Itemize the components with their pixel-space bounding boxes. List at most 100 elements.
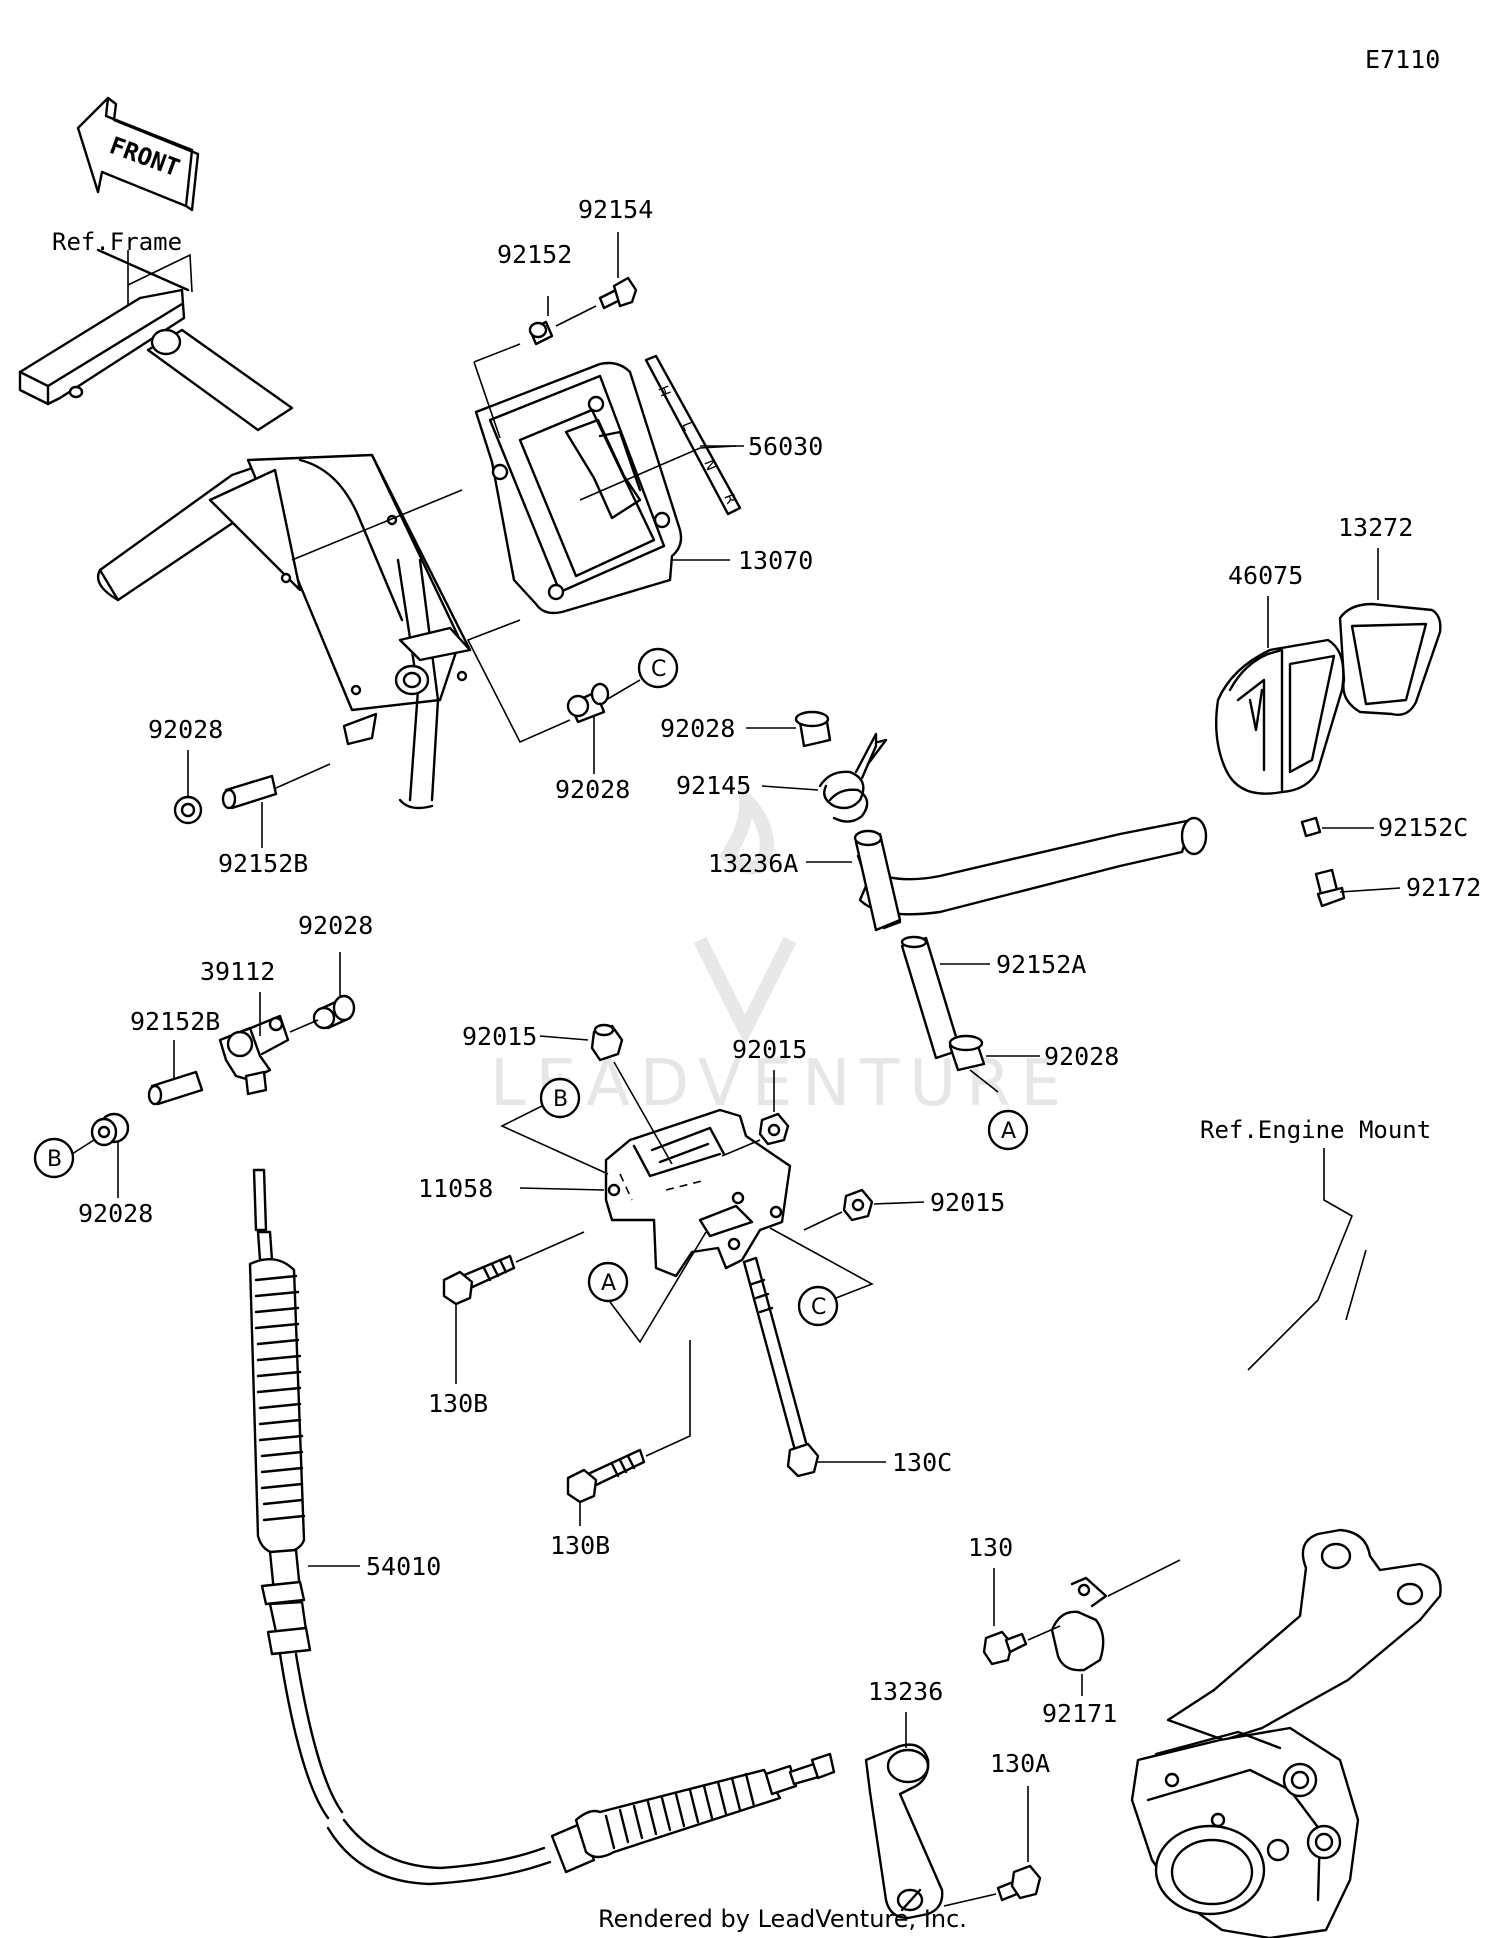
- diagram-code: E7110: [1365, 45, 1440, 74]
- callout-a-lever: [987, 1109, 1029, 1151]
- part-label-130c: 130C: [892, 1448, 952, 1477]
- callout-c-bracket: [797, 1285, 839, 1327]
- leader-130b-lower-a: [645, 1340, 691, 1457]
- part-label-92154: 92154: [578, 195, 653, 224]
- part-label-92152a: 92152A: [996, 950, 1086, 979]
- part-label-92152: 92152: [497, 240, 572, 269]
- leader-92028-cable-b: [289, 1019, 319, 1033]
- leader-gate-bushing: [466, 619, 571, 744]
- part-label-92028-spring: 92028: [660, 714, 735, 743]
- leader-c-bracket: [769, 1227, 874, 1299]
- nut-92015-mid: [758, 1112, 790, 1146]
- part-label-130b-upper: 130B: [428, 1389, 488, 1418]
- leader-gate-top: [473, 343, 521, 363]
- leader-92015-top: [539, 1035, 589, 1041]
- ref-frame-label: Ref.Frame: [52, 228, 182, 256]
- leader-92015-right: [873, 1201, 925, 1205]
- callout-a-bracket: [587, 1261, 629, 1303]
- knob-cap-13272: [1338, 602, 1442, 716]
- leader-gate-frame: [291, 489, 463, 561]
- bushing-92028-spring: [794, 710, 832, 748]
- leader-b-cable: [71, 1139, 95, 1155]
- bracket-11058: [604, 1108, 792, 1278]
- collar-92152c: [1300, 816, 1322, 838]
- bolt-130b-upper: [442, 1254, 516, 1306]
- shift-cable-54010: [218, 1014, 836, 1886]
- leader-130-b: [1027, 1625, 1061, 1641]
- callout-b-bracket-letter: B: [553, 1087, 568, 1112]
- leader-92015-right-b: [803, 1211, 843, 1231]
- dash-bracket-a: [619, 1173, 633, 1201]
- leader-11058: [519, 1187, 605, 1191]
- part-label-46075: 46075: [1228, 561, 1303, 590]
- leader-a-lever: [969, 1069, 999, 1093]
- part-label-13272: 13272: [1338, 513, 1413, 542]
- shift-lever-13236a: [853, 816, 1208, 932]
- callout-b-cable: [33, 1137, 75, 1179]
- leader-130b-upper-a: [515, 1231, 585, 1263]
- part-label-92172: 92172: [1406, 873, 1481, 902]
- leader-c-top: [605, 679, 641, 701]
- part-label-11058: 11058: [418, 1174, 493, 1203]
- leader-92172: [1339, 887, 1401, 893]
- part-label-130b-lower: 130B: [550, 1531, 610, 1560]
- leader-92145: [761, 785, 819, 791]
- bushing-92028-left: [173, 795, 203, 825]
- part-label-92028-cable: 92028: [298, 911, 373, 940]
- callout-a-lever-letter: A: [1001, 1119, 1016, 1144]
- bushing-92028-cable-left: [90, 1112, 130, 1147]
- frame-assembly: [18, 248, 472, 810]
- leader-engine-mount-b: [1345, 1249, 1367, 1321]
- shift-gate-plate-13070: [474, 361, 683, 615]
- part-label-56030: 56030: [748, 432, 823, 461]
- leader-130a-b: [943, 1893, 997, 1907]
- shift-knob-46075: [1215, 638, 1345, 795]
- part-label-39112: 39112: [200, 957, 275, 986]
- callout-a-bracket-letter: A: [601, 1271, 616, 1296]
- leader-92015-mid-b: [721, 1139, 761, 1157]
- front-arrow-icon: FRONT: [76, 96, 200, 212]
- lever-13236: [864, 1743, 944, 1920]
- part-label-13236a: 13236A: [708, 849, 798, 878]
- part-label-92015-right: 92015: [930, 1188, 1005, 1217]
- leader-92152b-frame: [275, 763, 331, 789]
- part-label-54010: 54010: [366, 1552, 441, 1581]
- collar-92152b-left: [221, 774, 278, 810]
- nut-92015-right: [842, 1188, 874, 1222]
- leader-gate-bolt: [473, 361, 501, 439]
- leader-92152-bolt: [555, 305, 597, 327]
- part-label-92015-mid: 92015: [732, 1035, 807, 1064]
- bolt-130c: [742, 1256, 820, 1478]
- part-label-13236: 13236: [868, 1677, 943, 1706]
- part-label-13070: 13070: [738, 546, 813, 575]
- leader-engine-mount: [1247, 1148, 1354, 1371]
- part-label-92015-top: 92015: [462, 1022, 537, 1051]
- leader-92171-b: [1107, 1559, 1181, 1597]
- collar-92152b-cable: [147, 1070, 204, 1106]
- nut-92015-top: [590, 1023, 624, 1062]
- part-label-92028-cable-left: 92028: [78, 1199, 153, 1228]
- part-label-130a: 130A: [990, 1749, 1050, 1778]
- bolt-130a: [996, 1864, 1042, 1902]
- gate-label-strip-56030: H L N R: [644, 354, 742, 516]
- callout-c-bracket-letter: C: [811, 1295, 826, 1320]
- screw-92172: [1314, 868, 1346, 908]
- part-label-92152b-left: 92152B: [218, 849, 308, 878]
- part-label-92152c: 92152C: [1378, 813, 1468, 842]
- footer-text: Rendered by LeadVenture, Inc.: [598, 1905, 967, 1933]
- bolt-130b-lower: [566, 1448, 646, 1504]
- bolt-130: [982, 1630, 1028, 1666]
- part-label-92028-gate: 92028: [555, 775, 630, 804]
- part-label-92171: 92171: [1042, 1699, 1117, 1728]
- leader-b-bracket: [500, 1105, 609, 1175]
- callout-c-top: [637, 647, 679, 689]
- bushing-92028-lever: [948, 1034, 986, 1072]
- bushing-92028-cable: [312, 994, 356, 1030]
- part-label-92145: 92145: [676, 771, 751, 800]
- part-label-130: 130: [968, 1533, 1013, 1562]
- watermark-logo: [693, 781, 797, 1046]
- ref-engine-mount-label: Ref.Engine Mount: [1200, 1116, 1431, 1144]
- callout-b-bracket: [539, 1077, 581, 1119]
- clamp-92171: [1050, 1576, 1108, 1672]
